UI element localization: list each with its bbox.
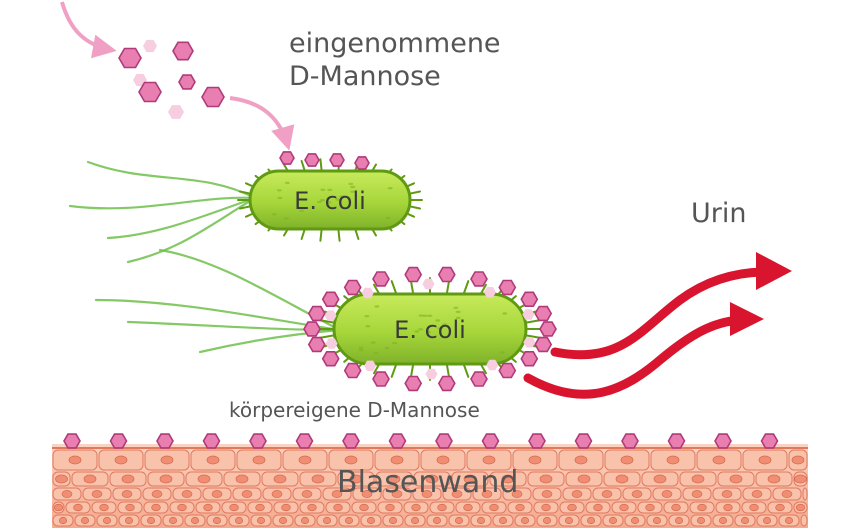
- descent-arrow-icon: [229, 96, 295, 151]
- hexagon-icon: [324, 310, 337, 321]
- hexagon-icon: [523, 337, 536, 348]
- ecoli-top-texture: [271, 181, 393, 220]
- ingested-mannose-label-line2: D-Mannose: [289, 61, 441, 92]
- hexagon-icon: [437, 266, 456, 283]
- hexagon-icon: [528, 433, 546, 449]
- hexagon-icon: [307, 336, 326, 353]
- hexagon-icon: [437, 375, 456, 392]
- hexagon-icon: [760, 433, 779, 449]
- hexagon-icon: [520, 291, 539, 308]
- hexagon-icon: [470, 271, 488, 287]
- hexagon-icon: [483, 287, 496, 298]
- ecoli-top-label: E. coli: [294, 187, 366, 215]
- hexagon-icon: [202, 433, 221, 449]
- hexagon-icon: [667, 433, 686, 449]
- hexagon-icon: [621, 433, 639, 449]
- hexagon-icon: [539, 321, 557, 337]
- hexagon-icon: [534, 336, 553, 353]
- bladder-wall-label: Blasenwand: [337, 465, 518, 500]
- hexagon-icon: [574, 433, 593, 449]
- hexagon-icon: [372, 371, 390, 387]
- hexagon-icon: [143, 39, 157, 53]
- hexagon-icon: [168, 105, 184, 119]
- hexagon-icon: [498, 362, 517, 379]
- urine-arrow-upper-icon: [550, 267, 771, 360]
- hexagon-icon: [118, 47, 142, 69]
- hexagon-icon: [109, 433, 128, 449]
- ingested-mannose-label-line1: eingenommene: [289, 28, 501, 59]
- hexagon-icon: [63, 433, 81, 449]
- ecoli-top-bacterium: E. coli: [68, 151, 423, 264]
- hexagon-icon: [249, 433, 267, 449]
- urine-arrow-lower-head-icon: [730, 302, 764, 336]
- hexagon-icon: [178, 74, 196, 90]
- hexagon-icon: [172, 41, 194, 61]
- hexagon-icon: [425, 368, 438, 380]
- hexagon-icon: [522, 309, 535, 320]
- hexagon-icon: [422, 278, 435, 290]
- ecoli-top-body: [248, 169, 412, 231]
- hexagon-icon: [342, 433, 360, 449]
- bladder-wall: [52, 433, 808, 528]
- flagella-bottom: [94, 248, 342, 354]
- urine-arrow-lower-icon: [523, 315, 745, 399]
- urine-arrow-upper-head-icon: [756, 252, 792, 290]
- hexagon-icon: [343, 279, 362, 296]
- hexagon-icon: [321, 350, 340, 367]
- ingested-mannose-cluster: [118, 39, 225, 119]
- hexagon-icon: [279, 151, 295, 165]
- urine-arrows: [523, 252, 792, 399]
- ecoli-bottom-bacterium: E. coli: [94, 248, 557, 392]
- hexagon-icon: [481, 433, 500, 449]
- intake-arrow-icon: [60, 1, 117, 59]
- hexagon-icon: [156, 433, 174, 449]
- hexagon-icon: [714, 433, 732, 449]
- wall-mannose-row: [63, 433, 779, 449]
- flagella-top: [68, 160, 257, 264]
- hexagon-icon: [498, 279, 517, 296]
- hexagon-icon: [534, 305, 553, 322]
- ecoli-bottom-label: E. coli: [394, 316, 466, 344]
- hexagon-icon: [404, 375, 423, 392]
- hexagon-icon: [404, 266, 423, 283]
- hexagon-icon: [321, 291, 340, 308]
- hexagon-icon: [329, 153, 345, 167]
- ecoli-bottom-texture: [358, 305, 508, 355]
- urine-label: Urin: [691, 198, 746, 229]
- hexagon-icon: [364, 360, 377, 371]
- hexagon-icon: [343, 362, 362, 379]
- ecoli-bottom-body: [332, 292, 528, 366]
- hexagon-icon: [303, 321, 321, 337]
- hexagon-icon: [304, 153, 320, 167]
- hexagon-icon: [470, 371, 488, 387]
- hexagon-icon: [354, 156, 370, 170]
- ecoli-bottom-attached-mannose: [303, 266, 557, 392]
- hexagon-icon: [486, 359, 499, 371]
- hexagon-icon: [520, 350, 539, 367]
- hexagon-icon: [325, 338, 338, 349]
- endogenous-mannose-label: körpereigene D-Mannose: [229, 398, 480, 422]
- wall-cells: [52, 447, 808, 527]
- hexagon-icon: [388, 433, 407, 449]
- hexagon-icon: [361, 287, 374, 299]
- hexagon-icon: [307, 305, 326, 322]
- hexagon-icon: [435, 433, 453, 449]
- hexagon-icon: [295, 433, 314, 449]
- ecoli-top-attached-mannose: [279, 151, 370, 170]
- hexagon-icon: [201, 86, 225, 108]
- hexagon-icon: [372, 271, 390, 287]
- hexagon-icon: [138, 81, 162, 103]
